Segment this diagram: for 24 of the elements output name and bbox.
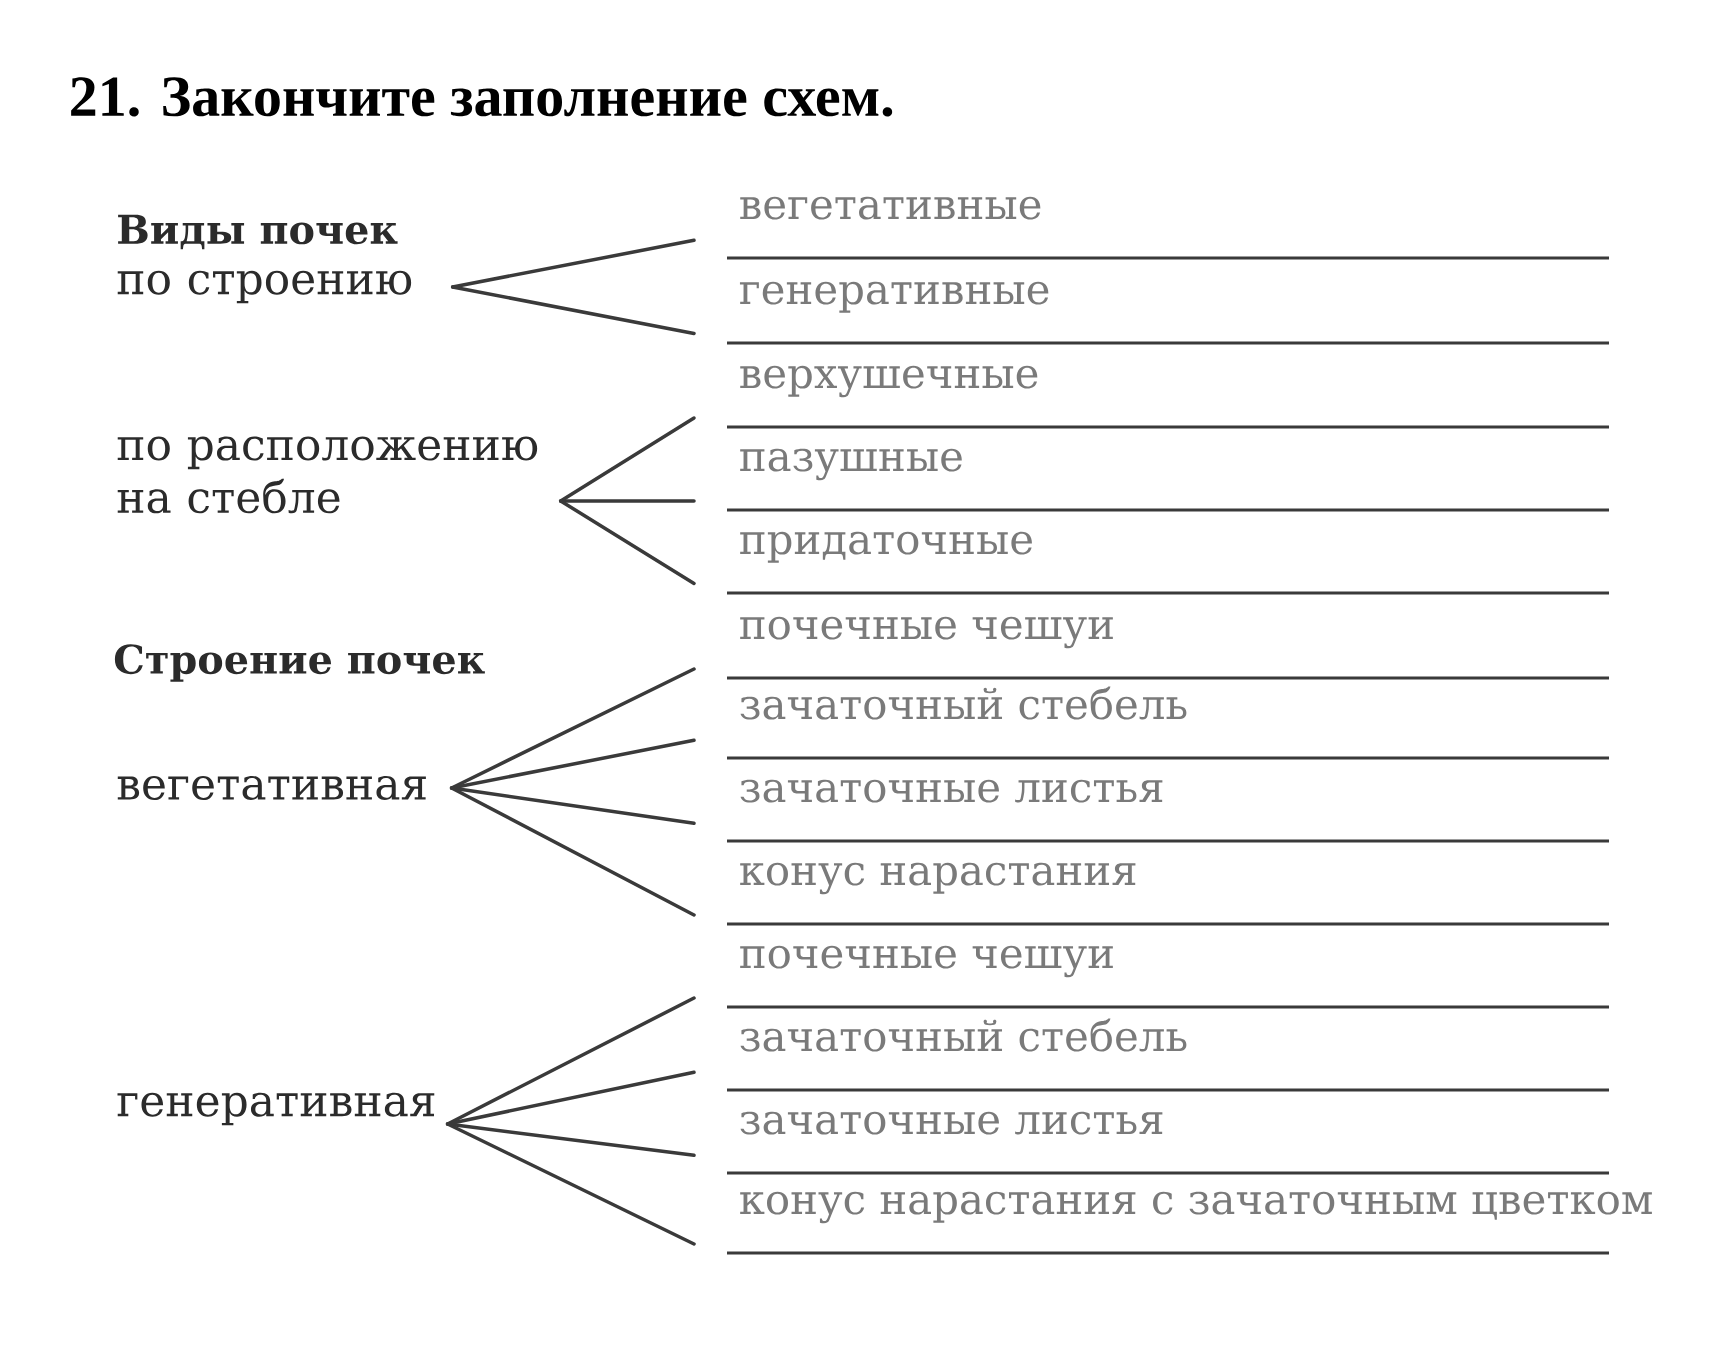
connector-line	[445, 1122, 696, 1246]
answer-text: пазушные	[740, 448, 962, 481]
answer-text: зачаточные листья	[740, 1111, 1163, 1135]
heading: Строение почек	[114, 644, 485, 682]
category-text: по расположению на стебле	[117, 436, 538, 514]
answer-text: конус нарастания с зачаточным цветком	[740, 1191, 1652, 1224]
heading: Виды почек	[118, 214, 398, 250]
category-text: вегетативная	[117, 775, 426, 800]
connector-line	[450, 285, 696, 336]
category-text: по строению	[117, 270, 412, 304]
answer-text: зачаточный стебель	[740, 1018, 1187, 1052]
answer-text: конус нарастания	[740, 862, 1136, 895]
connector-line	[558, 499, 696, 586]
answer-text: придаточные	[740, 531, 1032, 563]
answer-text: генеративные	[739, 281, 1049, 313]
category-text: генеративная	[117, 1092, 435, 1126]
answer-text: верхушечные	[740, 365, 1038, 398]
answer-text: зачаточные листья	[740, 779, 1163, 803]
answer-text: почечные чешуи	[740, 616, 1113, 649]
connector-line	[449, 786, 696, 917]
answer-text: вегетативные	[740, 196, 1041, 220]
answer-text: зачаточный стебель	[740, 686, 1187, 720]
answer-text: почечные чешуи	[740, 945, 1113, 978]
title: 21. Закончите заполнение схем.	[71, 77, 893, 117]
